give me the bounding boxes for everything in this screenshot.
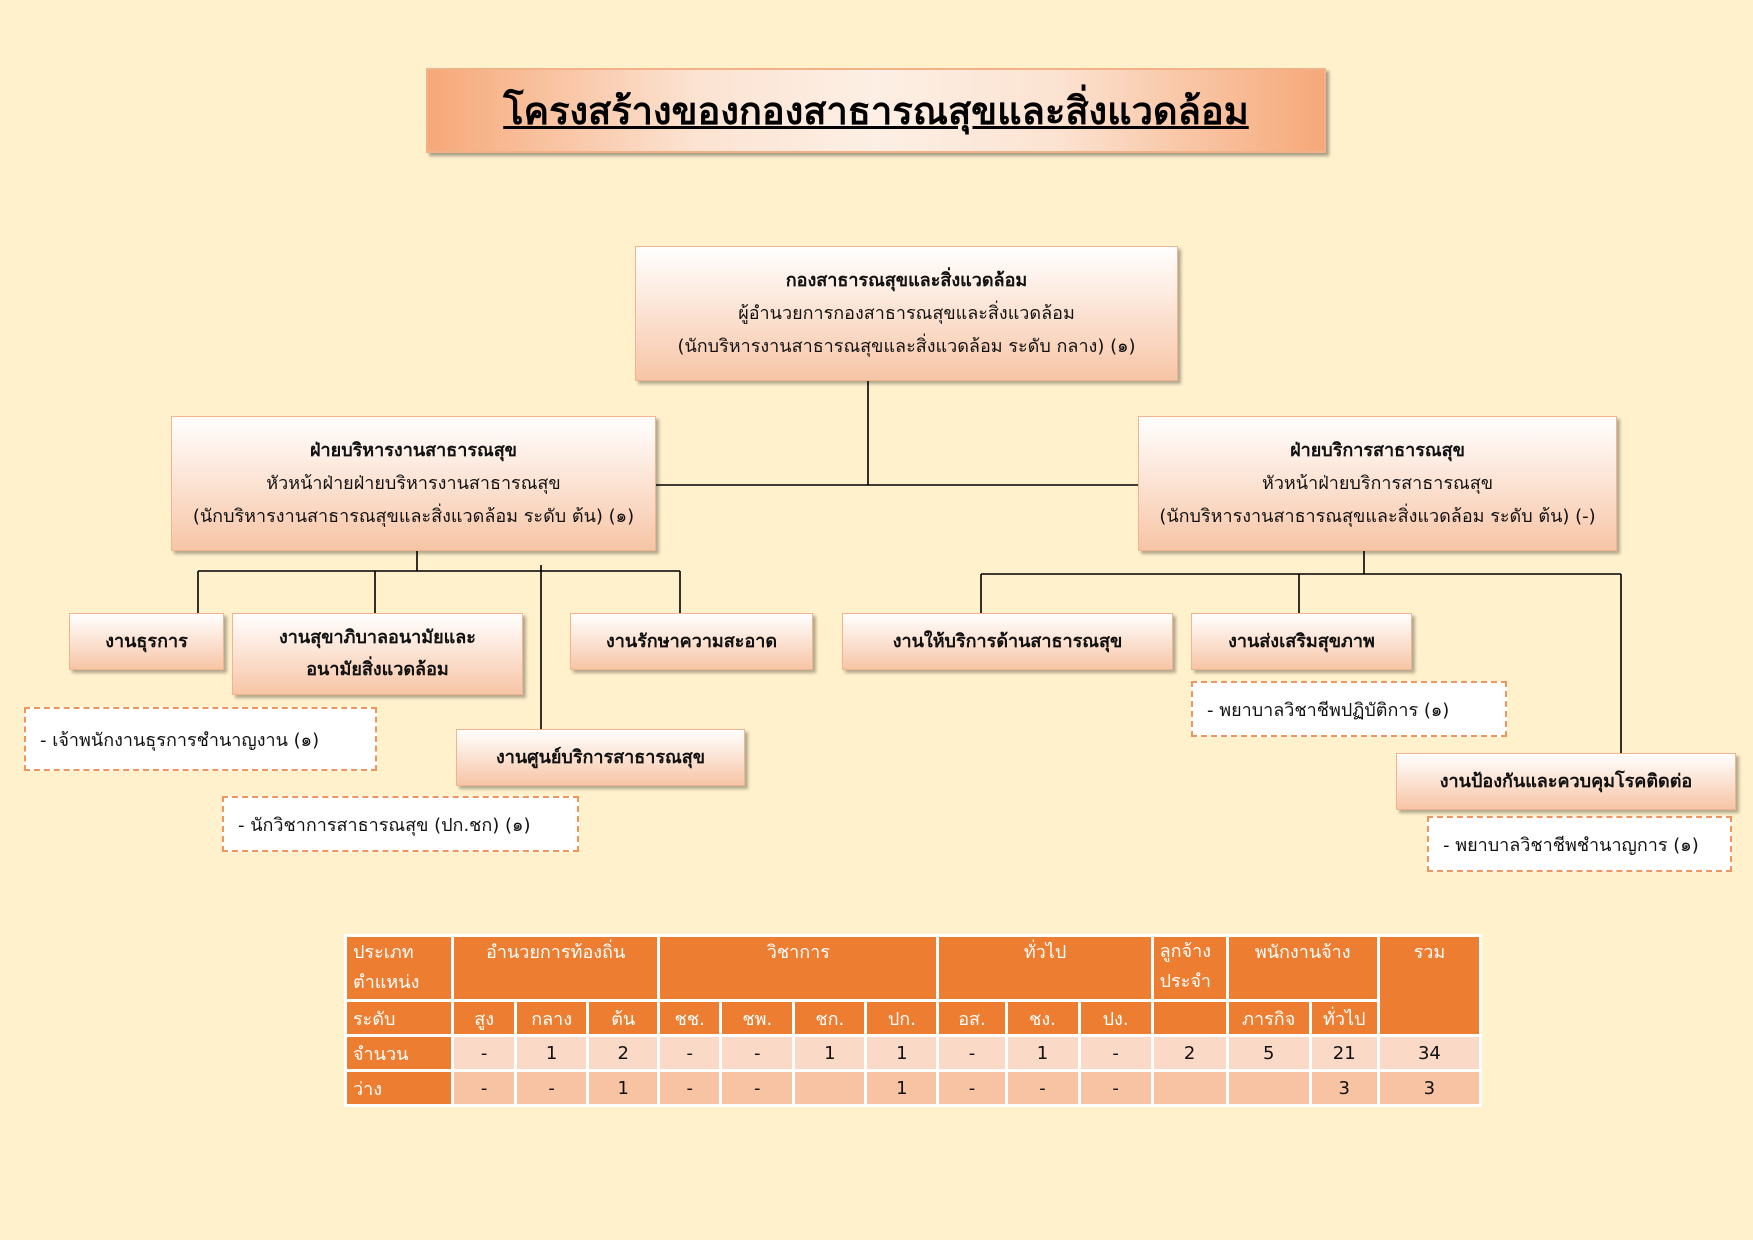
count-cell: 1 [792,1034,868,1072]
vacant-total-cell: 3 [1376,1069,1483,1107]
staff-admin-box: - เจ้าพนักงานธุรการชำนาญงาน (๑) [24,707,377,771]
count-cell: 1 [514,1034,590,1072]
director-box: กองสาธารณสุขและสิ่งแวดล้อม ผู้อำนวยการกอ… [635,246,1178,381]
count-cell: - [1077,1034,1154,1072]
regular-employee-line-1: ลูกจ้าง [1159,941,1211,962]
staff-disease-text: - พยาบาลวิชาชีพชำนาญการ (๑) [1443,834,1699,856]
vacant-label: ว่าง [343,1069,455,1107]
unit-health-promotion-box: งานส่งเสริมสุขภาพ [1191,613,1412,670]
group-header-academic: วิชาการ [657,934,940,1002]
staff-promotion-box: - พยาบาลวิชาชีพปฏิบัติการ (๑) [1191,681,1507,737]
unit-health-service-label: งานให้บริการด้านสาธารณสุข [892,630,1123,652]
staff-admin-text: - เจ้าพนักงานธุรการชำนาญงาน (๑) [40,729,320,751]
vacant-cell: - [451,1069,518,1107]
level-cell [1150,999,1229,1037]
count-cell: 5 [1225,1034,1312,1072]
vacant-cell [1225,1069,1312,1107]
director-position: (นักบริหารงานสาธารณสุขและสิ่งแวดล้อม ระด… [677,336,1136,357]
count-cell: 2 [1150,1034,1229,1072]
count-cell: - [657,1034,723,1072]
service-division-name: ฝ่ายบริการสาธารณสุข [1290,440,1465,461]
count-cell: - [451,1034,518,1072]
table-header-row: ประเภท ตำแหน่ง อำนวยการท้องถิ่น วิชาการ … [343,934,1483,1037]
contract-employee-header: พนักงานจ้าง [1225,934,1380,1002]
level-cell: กลาง [514,999,590,1037]
table-count-row: จำนวน - 1 2 - - 1 1 - 1 - 2 5 21 34 [343,1034,1483,1072]
level-cell: ชก. [792,999,868,1037]
count-total-cell: 34 [1376,1034,1483,1072]
count-cell: - [719,1034,796,1072]
group-header-general: ทั่วไป [936,934,1154,1002]
unit-cleaning-box: งานรักษาความสะอาด [570,613,813,670]
level-cell: สูง [451,999,518,1037]
table-level-row: ระดับ สูง กลาง ต้น ชช. ชพ. ชก. ปก. อส. ช… [343,999,1481,1037]
unit-sanitation-label-2: อนามัยสิ่งแวดล้อม [306,659,449,680]
table-vacant-row: ว่าง - - 1 - - 1 - - - 3 3 [343,1069,1483,1107]
count-cell: 1 [864,1034,940,1072]
level-cell: ชง. [1004,999,1081,1037]
staff-health-center-box: - นักวิชาการสาธารณสุข (ปก.ชก) (๑) [222,796,579,852]
vacant-cell: - [719,1069,796,1107]
vacant-cell: - [1004,1069,1081,1107]
unit-admin-box: งานธุรการ [69,613,224,670]
type-header-line-1: ประเภท [353,942,414,963]
unit-sanitation-box: งานสุขาภิบาลอนามัยและ อนามัยสิ่งแวดล้อม [232,613,523,695]
level-cell: ชช. [657,999,723,1037]
unit-health-service-box: งานให้บริการด้านสาธารณสุข [842,613,1173,670]
service-division-role: หัวหน้าฝ่ายบริการสาธารณสุข [1261,473,1494,494]
unit-admin-label: งานธุรการ [105,630,188,652]
level-cell: ชพ. [719,999,796,1037]
vacant-cell [792,1069,868,1107]
type-header-line-2: ตำแหน่ง [353,972,420,993]
admin-division-role: หัวหน้าฝ่ายฝ่ายบริหารงานสาธารณสุข [266,473,561,494]
director-unit-name: กองสาธารณสุขและสิ่งแวดล้อม [785,270,1028,291]
vacant-cell: 1 [586,1069,661,1107]
service-division-box: ฝ่ายบริการสาธารณสุข หัวหน้าฝ่ายบริการสาธ… [1138,416,1617,551]
count-cell: - [936,1034,1008,1072]
unit-disease-control-label: งานป้องกันและควบคุมโรคติดต่อ [1439,770,1693,792]
vacant-cell: 3 [1308,1069,1380,1107]
level-label: ระดับ [343,999,455,1037]
count-cell: 2 [586,1034,661,1072]
count-label: จำนวน [343,1034,455,1072]
unit-sanitation-label-1: งานสุขาภิบาลอนามัยและ [279,627,476,648]
staffing-table: ประเภท ตำแหน่ง อำนวยการท้องถิ่น วิชาการ … [343,934,1483,1107]
type-header: ประเภท ตำแหน่ง [343,934,455,1002]
staff-promotion-text: - พยาบาลวิชาชีพปฏิบัติการ (๑) [1207,699,1450,721]
level-cell: ปก. [864,999,940,1037]
vacant-cell: - [936,1069,1008,1107]
staff-health-center-text: - นักวิชาการสาธารณสุข (ปก.ชก) (๑) [238,814,531,836]
unit-cleaning-label: งานรักษาความสะอาด [605,630,778,652]
unit-health-center-box: งานศูนย์บริการสาธารณสุข [456,729,745,786]
staff-disease-box: - พยาบาลวิชาชีพชำนาญการ (๑) [1427,816,1732,872]
vacant-cell: - [1077,1069,1154,1107]
count-cell: 1 [1004,1034,1081,1072]
vacant-cell: - [514,1069,590,1107]
count-cell: 21 [1308,1034,1380,1072]
level-cell: ทั่วไป [1308,999,1380,1037]
regular-employee-line-2: ประจำ [1159,971,1212,992]
unit-disease-control-box: งานป้องกันและควบคุมโรคติดต่อ [1396,753,1736,810]
vacant-cell: 1 [864,1069,940,1107]
service-division-position: (นักบริหารงานสาธารณสุขและสิ่งแวดล้อม ระด… [1159,506,1596,527]
total-header: รวม [1376,934,1483,1037]
level-cell: ปง. [1077,999,1154,1037]
vacant-cell [1150,1069,1229,1107]
level-cell: อส. [936,999,1008,1037]
group-header-local-admin: อำนวยการท้องถิ่น [451,934,661,1002]
vacant-cell: - [657,1069,723,1107]
unit-health-center-label: งานศูนย์บริการสาธารณสุข [495,746,706,768]
director-role: ผู้อำนวยการกองสาธารณสุขและสิ่งแวดล้อม [738,303,1075,324]
level-cell: ต้น [586,999,661,1037]
chart-title: โครงสร้างของกองสาธารณสุขและสิ่งแวดล้อม [503,89,1249,133]
regular-employee-header: ลูกจ้าง ประจำ [1150,934,1229,1002]
admin-division-name: ฝ่ายบริหารงานสาธารณสุข [310,440,517,461]
admin-division-box: ฝ่ายบริหารงานสาธารณสุข หัวหน้าฝ่ายฝ่ายบร… [171,416,656,551]
admin-division-position: (นักบริหารงานสาธารณสุขและสิ่งแวดล้อม ระด… [192,506,635,527]
chart-title-box: โครงสร้างของกองสาธารณสุขและสิ่งแวดล้อม [426,68,1326,153]
level-cell: ภารกิจ [1225,999,1312,1037]
unit-health-promotion-label: งานส่งเสริมสุขภาพ [1228,630,1375,652]
